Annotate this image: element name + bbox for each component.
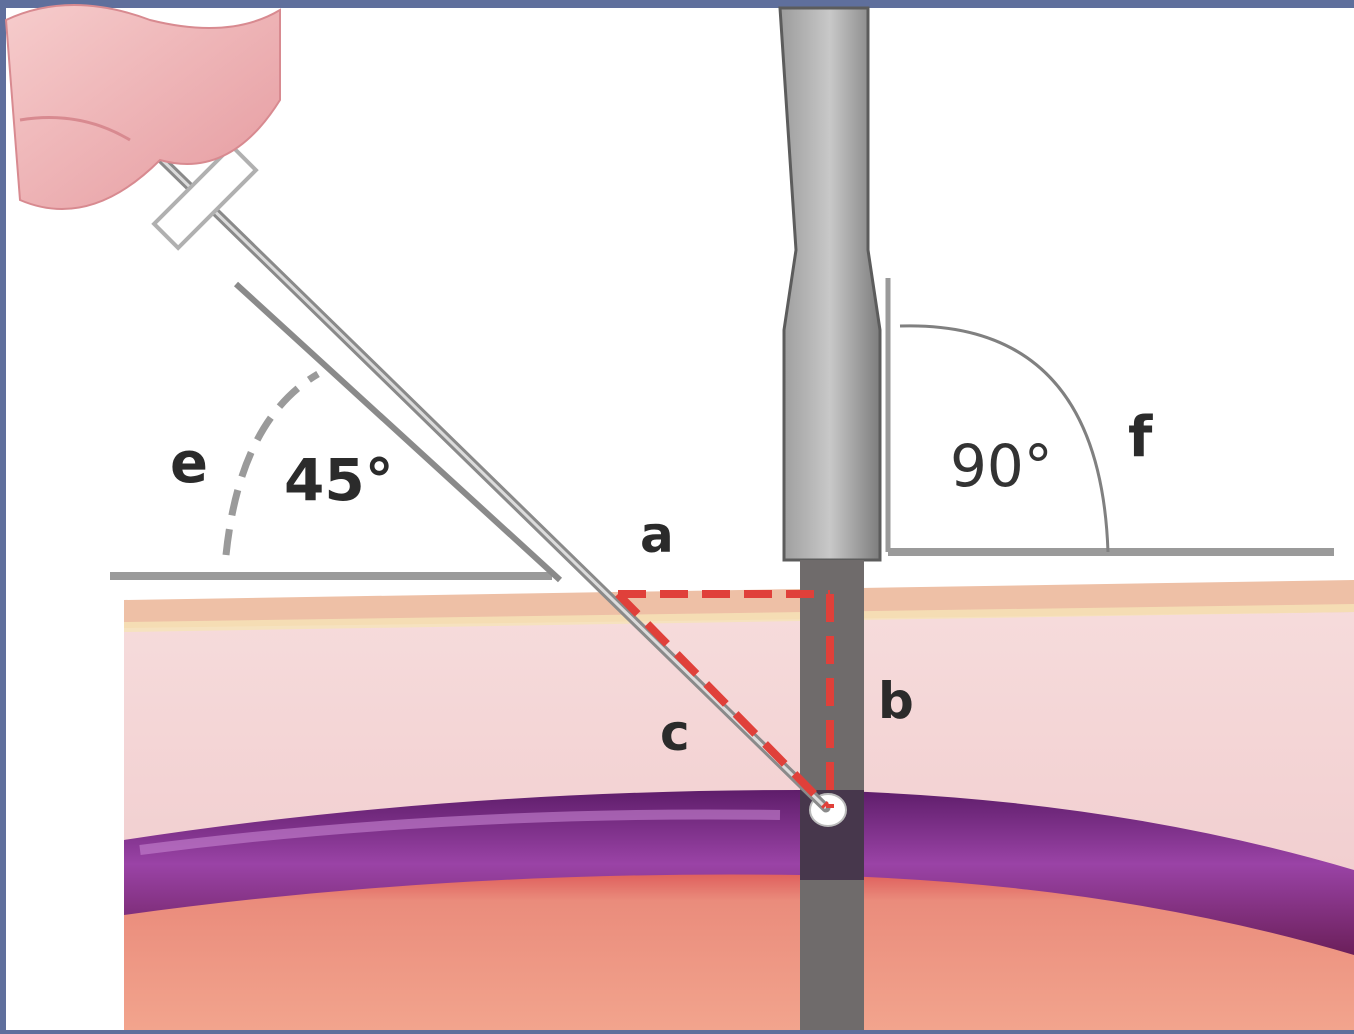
angle-label-blade: 90°: [950, 432, 1053, 500]
label-a: a: [640, 506, 674, 564]
label-c: c: [660, 704, 690, 762]
label-b: b: [878, 672, 914, 730]
tissue-cross-section: [124, 580, 1354, 1030]
label-f: f: [1128, 405, 1153, 470]
instrument-handle: [780, 8, 880, 560]
label-e: e: [170, 431, 208, 496]
angle-label-needle: 45°: [284, 446, 394, 514]
